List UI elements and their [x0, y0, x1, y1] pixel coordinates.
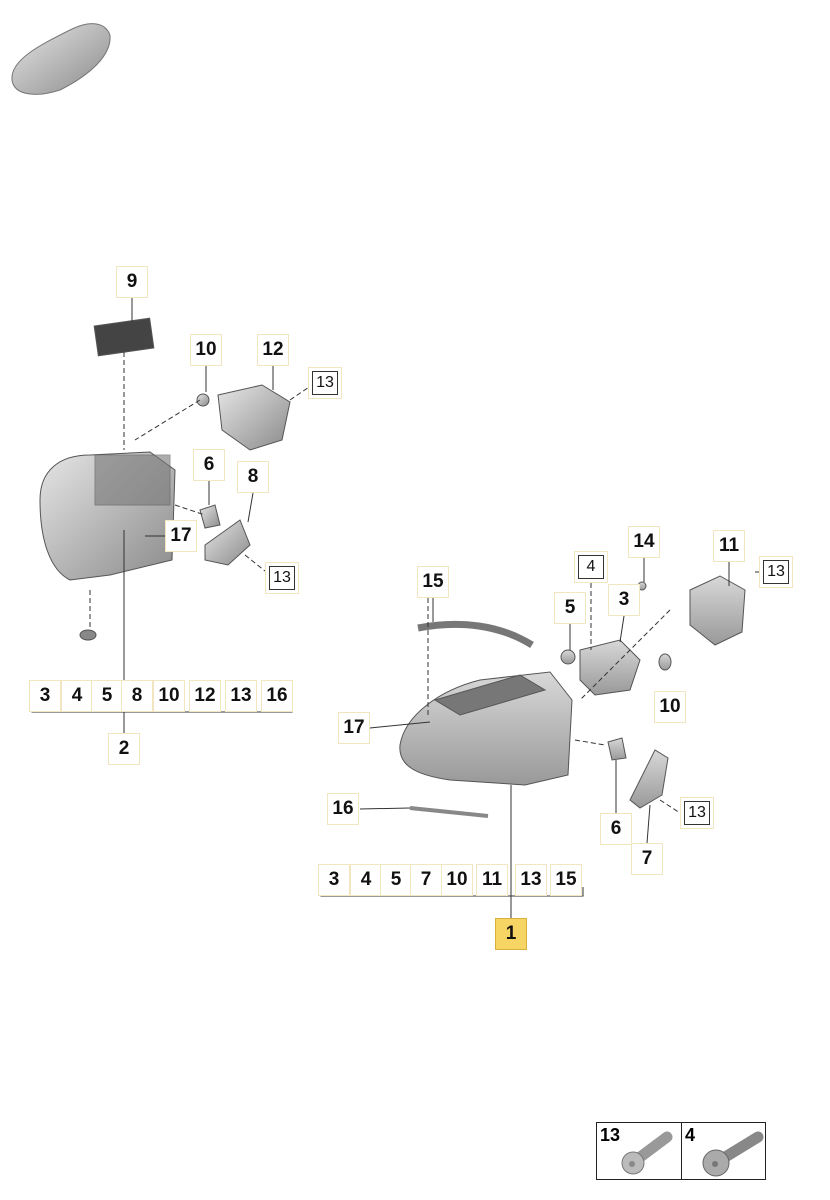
callout-13[interactable]: 13: [763, 560, 789, 584]
parts-row-item[interactable]: 7: [410, 864, 442, 896]
pan-head-torx-screw-icon: [621, 1131, 673, 1175]
callout-11[interactable]: 11: [713, 530, 745, 562]
parts-row-item[interactable]: 13: [225, 680, 257, 712]
parts-row-item[interactable]: 10: [441, 864, 473, 896]
flange-torx-screw-icon: [702, 1131, 764, 1177]
parts-row-item[interactable]: 3: [318, 864, 350, 896]
parts-row-item[interactable]: 3: [29, 680, 61, 712]
legend-item-13[interactable]: 13: [597, 1123, 682, 1179]
callout-16[interactable]: 16: [327, 793, 359, 825]
legend-number: 4: [685, 1125, 696, 1145]
vehicle-model-icon: [11, 23, 111, 95]
parts-row-item[interactable]: 8: [121, 680, 153, 712]
parts-row-item[interactable]: 13: [515, 864, 547, 896]
callout-13[interactable]: 13: [269, 566, 295, 590]
callout-12[interactable]: 12: [257, 334, 289, 366]
callout-5[interactable]: 5: [554, 592, 586, 624]
left-leader-lines: [89, 352, 313, 630]
callout-8[interactable]: 8: [237, 461, 269, 493]
right-headlight-assembly: [399, 575, 746, 818]
parts-row-item[interactable]: 16: [261, 680, 293, 712]
parts-row-item[interactable]: 4: [61, 680, 93, 712]
parts-row-item[interactable]: 10: [153, 680, 185, 712]
callout-14[interactable]: 14: [628, 526, 660, 558]
callout-17[interactable]: 17: [338, 712, 370, 744]
callout-main-2[interactable]: 2: [108, 733, 140, 765]
callout-6[interactable]: 6: [193, 449, 225, 481]
parts-row-item[interactable]: 11: [476, 864, 508, 896]
callout-main-1-selected[interactable]: 1: [495, 918, 527, 950]
legend-number: 13: [600, 1125, 621, 1145]
callout-9[interactable]: 9: [116, 266, 148, 298]
parts-row-item[interactable]: 5: [380, 864, 412, 896]
parts-row-item[interactable]: 4: [350, 864, 382, 896]
callout-6[interactable]: 6: [600, 813, 632, 845]
fastener-legend: 13 4: [596, 1122, 766, 1180]
legend-item-4[interactable]: 4: [682, 1123, 766, 1179]
callout-7[interactable]: 7: [631, 843, 663, 875]
parts-row-item[interactable]: 12: [189, 680, 221, 712]
left-headlight-assembly: [39, 317, 291, 641]
callout-15[interactable]: 15: [417, 566, 449, 598]
callout-4[interactable]: 4: [578, 555, 604, 579]
parts-row-item[interactable]: 15: [550, 864, 582, 896]
callout-10[interactable]: 10: [190, 334, 222, 366]
parts-row-item[interactable]: 5: [91, 680, 123, 712]
callout-10[interactable]: 10: [654, 691, 686, 723]
callout-13[interactable]: 13: [684, 801, 710, 825]
callout-17[interactable]: 17: [165, 520, 197, 552]
callout-3[interactable]: 3: [608, 584, 640, 616]
callout-13[interactable]: 13: [312, 371, 338, 395]
